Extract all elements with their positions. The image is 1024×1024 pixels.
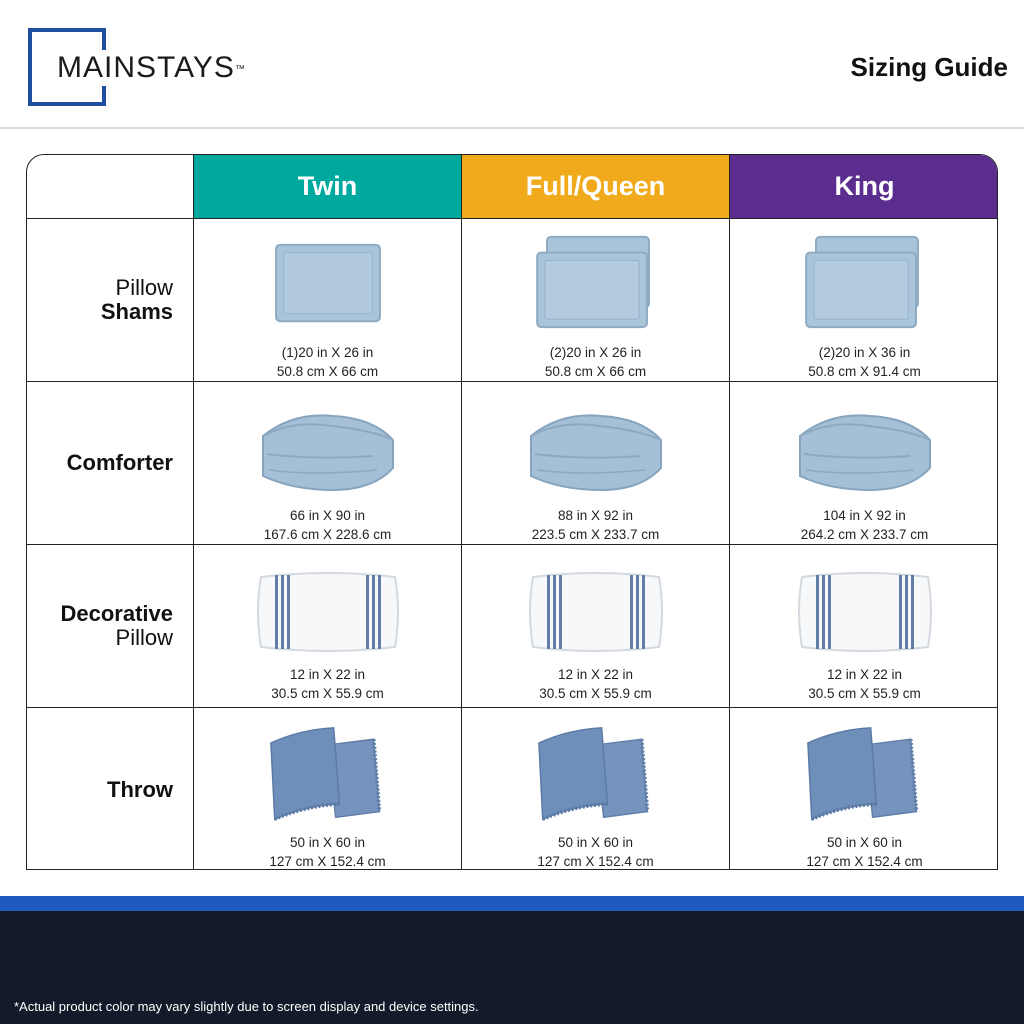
sizing-table: Twin Full/Queen King Pillow Shams (1)20 … xyxy=(26,154,998,870)
pillow-sham-icon xyxy=(804,235,919,329)
comforter-icon xyxy=(261,414,394,492)
cell-twin-decorative-pillow: 12 in X 22 in 30.5 cm X 55.9 cm xyxy=(194,545,462,708)
dimension-cm: 30.5 cm X 55.9 cm xyxy=(271,686,384,701)
comforter-icon xyxy=(798,414,931,492)
dimension-text: 88 in X 92 in 223.5 cm X 233.7 cm xyxy=(532,506,660,544)
decorative-pillow-icon xyxy=(256,572,399,652)
row-label-line2: Shams xyxy=(100,299,173,324)
trademark-symbol: ™ xyxy=(234,64,246,75)
cell-twin-comforter: 66 in X 90 in 167.6 cm X 228.6 cm xyxy=(194,382,462,545)
dimension-text: 12 in X 22 in 30.5 cm X 55.9 cm xyxy=(271,665,384,703)
brand-name: MAINSTAYS xyxy=(57,51,235,84)
dimension-text: 50 in X 60 in 127 cm X 152.4 cm xyxy=(269,833,386,869)
column-header-twin: Twin xyxy=(194,155,462,219)
cell-twin-pillow-shams: (1)20 in X 26 in 50.8 cm X 66 cm xyxy=(194,219,462,382)
column-header-label: Full/Queen xyxy=(525,171,666,201)
row-label-line2: Pillow xyxy=(115,625,173,650)
dimension-inches: 88 in X 92 in xyxy=(557,508,634,523)
dimension-inches: (2)20 in X 36 in xyxy=(818,345,911,360)
page-header: MAINSTAYS™ Sizing Guide xyxy=(0,0,1024,129)
dimension-cm: 127 cm X 152.4 cm xyxy=(806,854,923,869)
dimension-cm: 223.5 cm X 233.7 cm xyxy=(531,527,660,542)
row-label-line1: Throw xyxy=(107,776,173,802)
cell-king-decorative-pillow: 12 in X 22 in 30.5 cm X 55.9 cm xyxy=(730,545,997,708)
page-footer: *Actual product color may vary slightly … xyxy=(0,911,1024,1024)
throw-blanket-icon xyxy=(537,727,649,821)
column-header-full-queen: Full/Queen xyxy=(462,155,730,219)
cell-twin-throw: 50 in X 60 in 127 cm X 152.4 cm xyxy=(194,708,462,869)
dimension-text: 50 in X 60 in 127 cm X 152.4 cm xyxy=(537,833,654,869)
column-header-label: Twin xyxy=(297,171,358,201)
dimension-text: 12 in X 22 in 30.5 cm X 55.9 cm xyxy=(808,665,921,703)
dimension-inches: 50 in X 60 in xyxy=(557,835,634,850)
dimension-text: (2)20 in X 26 in 50.8 cm X 66 cm xyxy=(545,343,646,381)
dimension-inches: 12 in X 22 in xyxy=(289,667,366,682)
dimension-inches: 50 in X 60 in xyxy=(826,835,903,850)
cell-full-queen-throw: 50 in X 60 in 127 cm X 152.4 cm xyxy=(462,708,730,869)
page-title: Sizing Guide xyxy=(850,52,1008,82)
throw-blanket-icon xyxy=(269,727,381,821)
dimension-text: (1)20 in X 26 in 50.8 cm X 66 cm xyxy=(277,343,378,381)
dimension-cm: 167.6 cm X 228.6 cm xyxy=(263,527,392,542)
row-label-pillow-shams: Pillow Shams xyxy=(27,219,194,382)
dimension-inches: (2)20 in X 26 in xyxy=(549,345,642,360)
dimension-cm: 50.8 cm X 66 cm xyxy=(276,364,379,379)
dimension-cm: 264.2 cm X 233.7 cm xyxy=(800,527,929,542)
row-label-throw: Throw xyxy=(27,708,194,869)
dimension-text: (2)20 in X 36 in 50.8 cm X 91.4 cm xyxy=(808,343,921,381)
column-header-label: King xyxy=(834,171,895,201)
brand-logo: MAINSTAYS™ xyxy=(55,50,248,86)
column-header-king: King xyxy=(730,155,997,219)
cell-full-queen-decorative-pillow: 12 in X 22 in 30.5 cm X 55.9 cm xyxy=(462,545,730,708)
pillow-sham-icon xyxy=(274,243,381,323)
row-label-decorative-pillow: Decorative Pillow xyxy=(27,545,194,708)
dimension-inches: (1)20 in X 26 in xyxy=(281,345,374,360)
dimension-text: 12 in X 22 in 30.5 cm X 55.9 cm xyxy=(539,665,652,703)
color-disclaimer: *Actual product color may vary slightly … xyxy=(14,999,479,1014)
dimension-text: 104 in X 92 in 264.2 cm X 233.7 cm xyxy=(801,506,929,544)
dimension-cm: 30.5 cm X 55.9 cm xyxy=(539,686,652,701)
footer-accent-band xyxy=(0,896,1024,911)
dimension-cm: 50.8 cm X 66 cm xyxy=(544,364,647,379)
dimension-text: 50 in X 60 in 127 cm X 152.4 cm xyxy=(806,833,923,869)
pillow-sham-icon xyxy=(535,235,650,329)
cell-full-queen-comforter: 88 in X 92 in 223.5 cm X 233.7 cm xyxy=(462,382,730,545)
cell-king-throw: 50 in X 60 in 127 cm X 152.4 cm xyxy=(730,708,997,869)
comforter-icon xyxy=(529,414,662,492)
cell-full-queen-pillow-shams: (2)20 in X 26 in 50.8 cm X 66 cm xyxy=(462,219,730,382)
decorative-pillow-icon xyxy=(528,572,663,652)
row-label-comforter: Comforter xyxy=(27,382,194,545)
dimension-inches: 12 in X 22 in xyxy=(826,667,903,682)
cell-king-comforter: 104 in X 92 in 264.2 cm X 233.7 cm xyxy=(730,382,997,545)
decorative-pillow-icon xyxy=(797,572,932,652)
throw-blanket-icon xyxy=(806,727,918,821)
row-label-line1: Pillow xyxy=(115,275,173,300)
dimension-cm: 127 cm X 152.4 cm xyxy=(537,854,654,869)
header-divider xyxy=(0,127,1024,129)
table-corner-cell xyxy=(27,155,194,219)
dimension-inches: 104 in X 92 in xyxy=(823,508,906,523)
dimension-inches: 50 in X 60 in xyxy=(289,835,366,850)
cell-king-pillow-shams: (2)20 in X 36 in 50.8 cm X 91.4 cm xyxy=(730,219,997,382)
row-label-line1: Comforter xyxy=(66,450,173,475)
dimension-cm: 50.8 cm X 91.4 cm xyxy=(808,364,921,379)
dimension-inches: 66 in X 90 in xyxy=(289,508,366,523)
dimension-cm: 127 cm X 152.4 cm xyxy=(269,854,386,869)
dimension-inches: 12 in X 22 in xyxy=(557,667,634,682)
dimension-text: 66 in X 90 in 167.6 cm X 228.6 cm xyxy=(264,506,392,544)
dimension-cm: 30.5 cm X 55.9 cm xyxy=(808,686,921,701)
row-label-line1: Decorative xyxy=(60,601,173,626)
